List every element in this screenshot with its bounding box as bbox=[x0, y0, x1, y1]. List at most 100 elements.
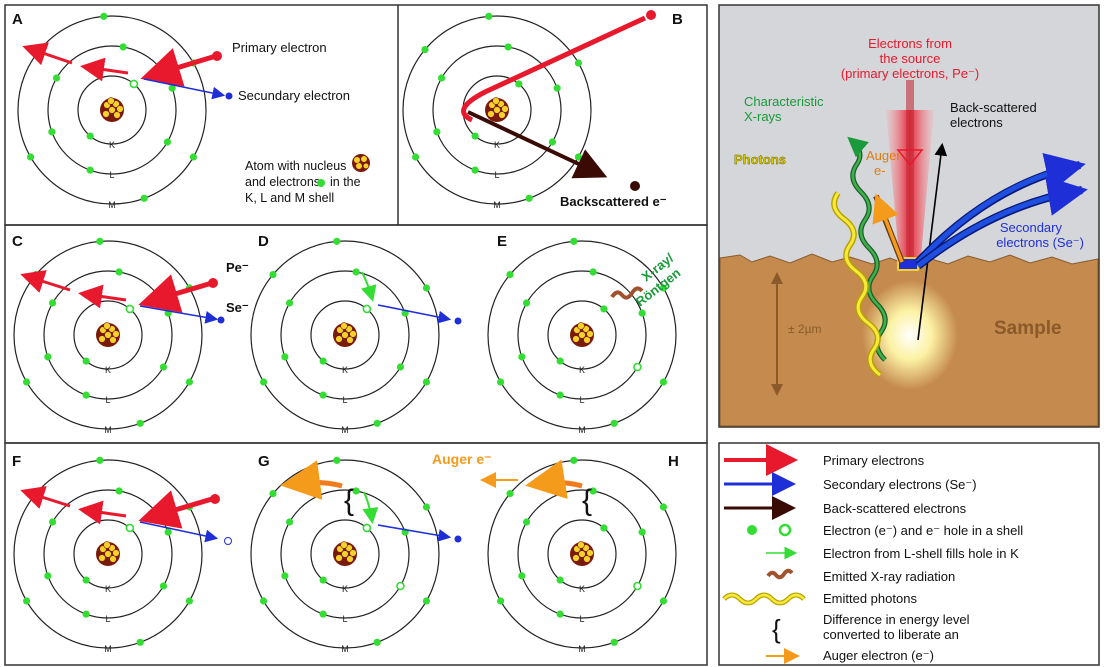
panel-letter-c: C bbox=[12, 233, 23, 250]
legend-xray-label: Emitted X-ray radiation bbox=[823, 569, 955, 584]
shell-ring-m bbox=[17, 15, 207, 205]
shell-label-l: L bbox=[105, 395, 110, 405]
legend-electron-dot bbox=[747, 525, 757, 535]
panel-frame-bottom bbox=[4, 442, 708, 666]
label-atom-line2b: in the bbox=[330, 175, 361, 189]
auger-transfer-arrow-g bbox=[280, 460, 343, 500]
legend-photons-label: Emitted photons bbox=[823, 591, 917, 606]
primary-scatter-a2 bbox=[22, 42, 73, 66]
nucleon bbox=[112, 549, 120, 557]
label-atom-line2: and electrons bbox=[245, 175, 320, 189]
label-auger-line1: Auger bbox=[866, 148, 901, 163]
shell-label-l: L bbox=[342, 614, 347, 624]
electron bbox=[570, 237, 578, 245]
electron bbox=[159, 363, 168, 371]
electron bbox=[159, 582, 168, 590]
electron bbox=[48, 518, 57, 526]
shell-ring-l bbox=[43, 270, 173, 400]
legend-energy-line2: converted to liberate an bbox=[823, 627, 959, 642]
electron bbox=[164, 528, 172, 536]
electron bbox=[589, 268, 597, 276]
electron bbox=[553, 84, 561, 92]
primary-electron-path-b bbox=[461, 15, 647, 123]
electron bbox=[319, 610, 327, 618]
nucleon bbox=[572, 554, 580, 562]
shell-ring-l bbox=[43, 489, 173, 619]
nucleon bbox=[346, 336, 354, 344]
shell-label-m: M bbox=[578, 644, 586, 654]
legend-secondary-label: Secondary electrons (Se⁻) bbox=[823, 477, 977, 492]
nucleon bbox=[349, 330, 357, 338]
electron bbox=[285, 299, 294, 307]
electron bbox=[82, 357, 90, 365]
atom-d: KLM bbox=[250, 237, 440, 435]
nucleon bbox=[498, 111, 506, 119]
nucleon bbox=[341, 550, 349, 558]
label-backscattered-b: Backscattered e⁻ bbox=[560, 194, 667, 209]
auger-arrow-inner bbox=[872, 193, 904, 263]
electron bbox=[522, 518, 531, 526]
electron bbox=[422, 378, 431, 386]
electron bbox=[610, 419, 618, 427]
secondary-electron-hole-f bbox=[224, 537, 232, 545]
electron bbox=[504, 43, 512, 51]
secondary-electron-arrow-g bbox=[377, 524, 452, 542]
electron bbox=[433, 128, 441, 136]
electron bbox=[352, 487, 360, 495]
electron bbox=[421, 45, 429, 54]
shell-ring-k bbox=[73, 300, 143, 370]
panel-f bbox=[20, 486, 232, 545]
panel-a: Primary electron Secundary electron Atom… bbox=[22, 40, 370, 205]
panel-letter-g: G bbox=[258, 453, 270, 470]
label-auger-line2: e- bbox=[874, 163, 886, 178]
atom-legend-nucleus-icon bbox=[352, 154, 370, 172]
electron bbox=[437, 74, 446, 82]
electron bbox=[115, 487, 123, 495]
shell-ring-l bbox=[517, 489, 647, 619]
electron bbox=[185, 597, 194, 605]
primary-electron-dot-b bbox=[646, 10, 656, 20]
shell-ring-m bbox=[250, 240, 440, 430]
shell-label-m: M bbox=[341, 644, 349, 654]
legend-photons-swatch-inner bbox=[723, 593, 805, 605]
primary-scatter-f2 bbox=[20, 486, 71, 509]
secondary-electron-dot-d bbox=[454, 317, 462, 325]
electron-hole bbox=[125, 523, 135, 533]
shell-ring-l bbox=[47, 45, 177, 175]
legend-energy-line1: Difference in energy level bbox=[823, 612, 970, 627]
label-atom-line1: Atom with nucleus bbox=[245, 159, 346, 173]
electron bbox=[259, 378, 268, 386]
nucleon bbox=[109, 555, 117, 563]
nucleon bbox=[578, 331, 586, 339]
electron bbox=[319, 576, 327, 584]
electron bbox=[556, 610, 564, 618]
secondary-electron-arrow-a bbox=[143, 78, 226, 100]
nucleon bbox=[583, 336, 591, 344]
electron bbox=[44, 572, 52, 580]
shell-label-k: K bbox=[494, 140, 500, 150]
backscattered-electron-path-b bbox=[467, 110, 608, 179]
electron bbox=[136, 419, 144, 427]
nucleon bbox=[492, 97, 500, 105]
nucleon bbox=[577, 322, 585, 330]
label-xray-line1: Characteristic bbox=[744, 94, 824, 109]
atom-h: KLM bbox=[487, 456, 677, 654]
electron bbox=[48, 299, 57, 307]
label-source-line1: Electrons from bbox=[868, 36, 952, 51]
primary-electron-arrow-a bbox=[140, 48, 217, 87]
beam-arrowhead bbox=[896, 149, 924, 167]
electron bbox=[556, 357, 564, 365]
shell-ring-m bbox=[13, 459, 203, 649]
energy-brace-h: { bbox=[582, 484, 592, 517]
shell-label-l: L bbox=[109, 170, 114, 180]
atom-e: KLM bbox=[487, 237, 677, 435]
electron bbox=[259, 597, 268, 605]
electron bbox=[522, 299, 531, 307]
label-backscatter-line2: electrons bbox=[950, 115, 1003, 130]
nucleon bbox=[113, 111, 121, 119]
nucleon bbox=[98, 554, 106, 562]
secondary-arrow-1-inner bbox=[916, 152, 1086, 264]
shell-label-m: M bbox=[493, 200, 501, 210]
electron bbox=[638, 309, 646, 317]
shell-ring-k bbox=[547, 300, 617, 370]
